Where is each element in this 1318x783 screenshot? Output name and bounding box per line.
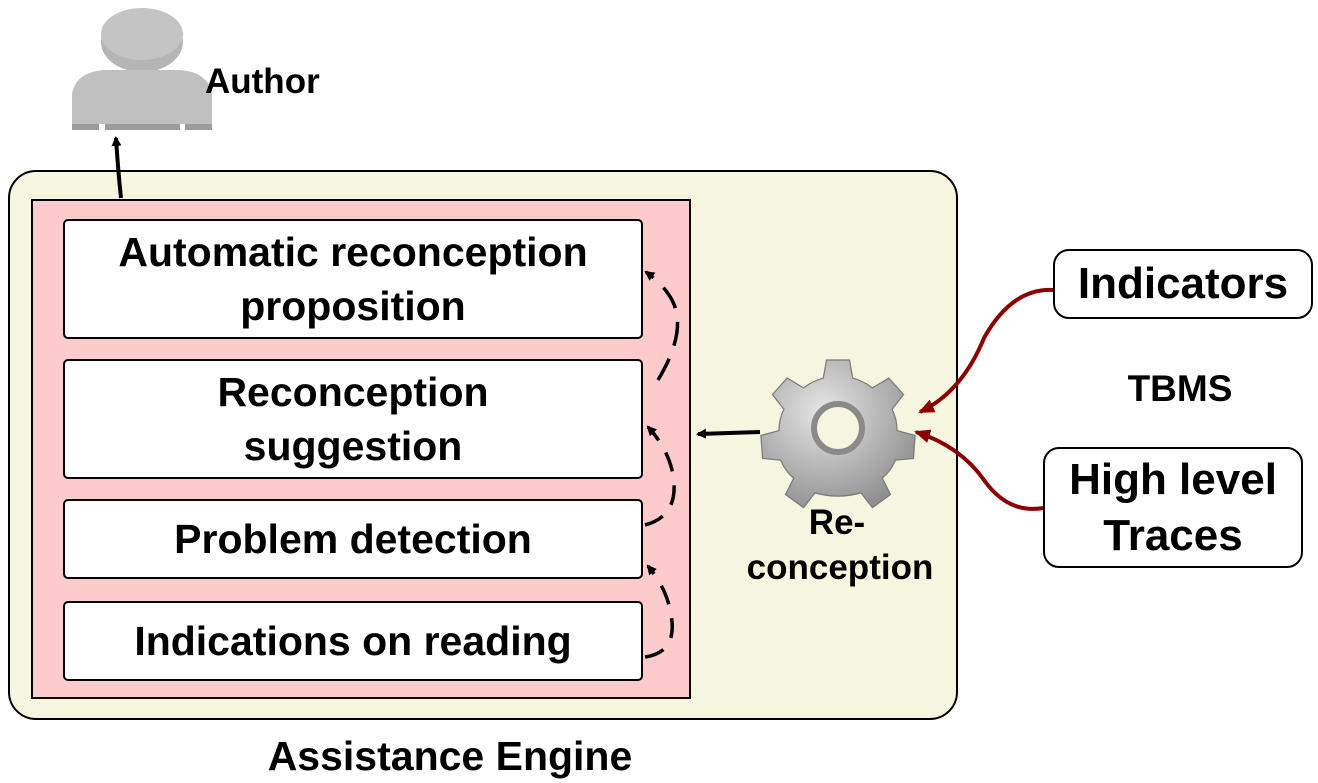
- high-level-traces-box: High level Traces: [1043, 447, 1303, 568]
- indicators-label: Indicators: [1077, 259, 1289, 308]
- reconception-label-line1: Re-: [808, 503, 866, 542]
- author-label: Author: [205, 62, 320, 101]
- traces-label-line2: Traces: [1103, 510, 1243, 560]
- arrow-to-author: [111, 136, 123, 199]
- arrow-gear-to-panel: [696, 428, 761, 439]
- dashed-arrow-reading-to-detection: [644, 564, 674, 659]
- tbms-label: TBMS: [1127, 368, 1233, 409]
- step-label: Problem detection: [174, 516, 532, 562]
- indicators-box: Indicators: [1053, 249, 1313, 319]
- arrow-traces-to-gear: [914, 429, 1044, 511]
- traces-label-line1: High level: [1069, 454, 1277, 504]
- author-person-icon: [72, 8, 212, 130]
- dashed-arrow-detection-to-suggestion: [644, 425, 676, 527]
- step-label: Automatic reconception proposition: [118, 229, 588, 329]
- reconception-label-2: conception: [730, 548, 950, 588]
- reconception-label-line2: conception: [746, 548, 934, 587]
- assistance-engine-label: Assistance Engine: [267, 733, 633, 779]
- step-reconception-suggestion: Reconception suggestion: [63, 359, 643, 479]
- step-automatic-reconception-proposition: Automatic reconception proposition: [63, 219, 643, 339]
- gear-icon: [760, 359, 916, 509]
- arrow-indicators-to-gear: [918, 287, 1054, 414]
- step-problem-detection: Problem detection: [63, 499, 643, 579]
- step-label: Reconception suggestion: [217, 369, 489, 469]
- step-label: Indications on reading: [134, 618, 572, 664]
- step-indications-on-reading: Indications on reading: [63, 601, 643, 681]
- reconception-label: Re-: [756, 503, 918, 543]
- dashed-arrow-suggestion-to-proposition: [644, 270, 680, 381]
